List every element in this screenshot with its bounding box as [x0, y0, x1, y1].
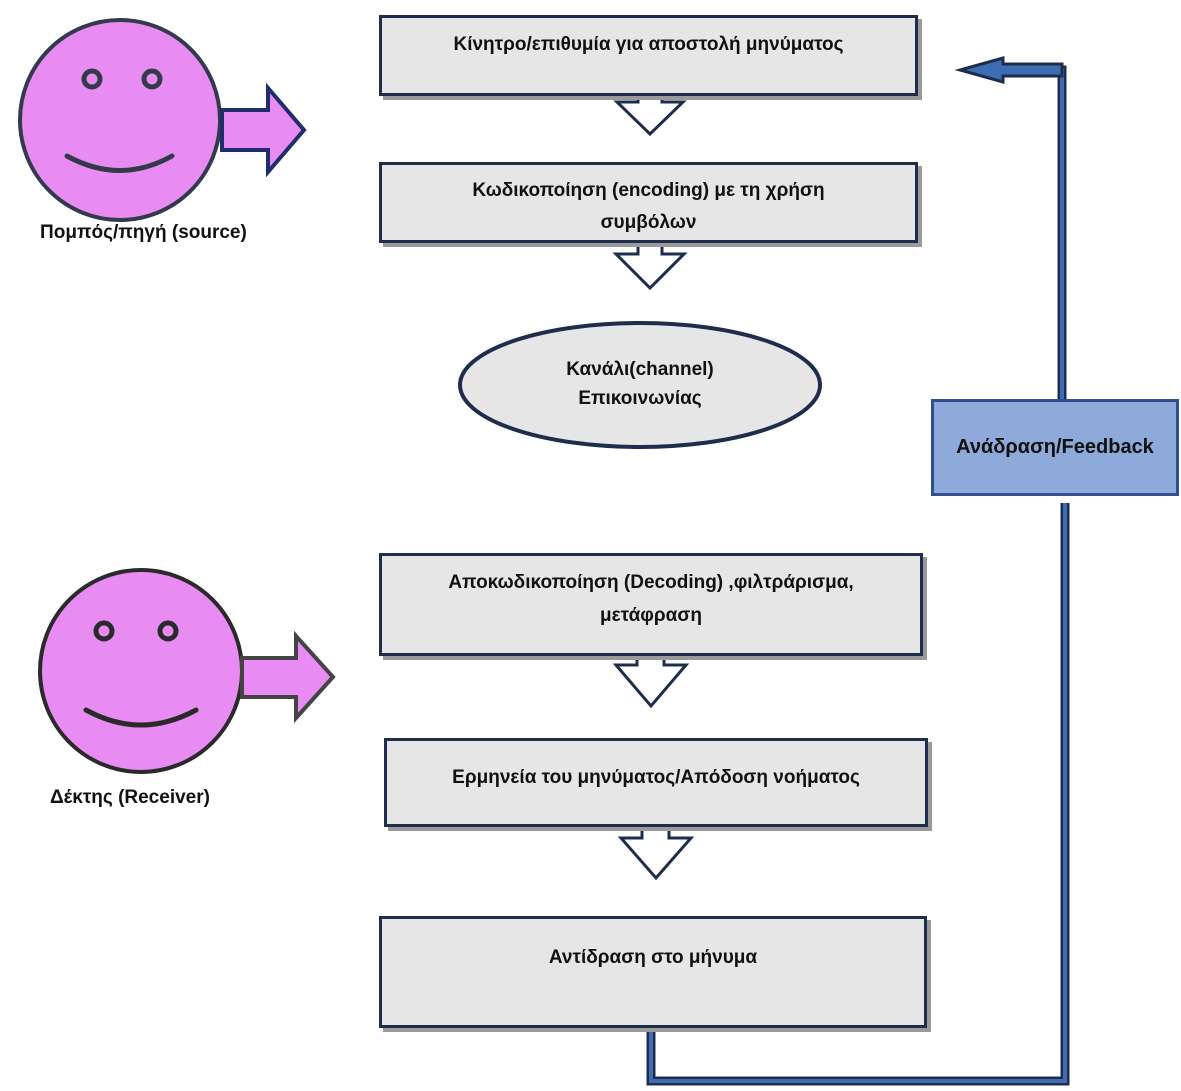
- decoding-box: Αποκωδικοποίηση (Decoding) ,φιλτράρισμα,…: [379, 553, 923, 656]
- channel-text-line1: Κανάλι(channel): [566, 359, 714, 380]
- down-arrow-icon: [612, 240, 688, 291]
- source-arrow-icon: [220, 82, 307, 178]
- motive-box: Κίνητρο/επιθυμία για αποστολή μηνύματος: [379, 15, 918, 96]
- down-arrow-icon: [613, 93, 687, 137]
- reaction-box: Αντίδραση στο μήνυμα: [379, 916, 927, 1028]
- encoding-text-line1: Κωδικοποίηση (encoding) με τη χρήση: [472, 180, 825, 201]
- feedback-text: Ανάδραση/Feedback: [956, 436, 1154, 458]
- channel-ellipse: [458, 321, 822, 449]
- receiver-arrow-icon: [240, 630, 336, 724]
- feedback-up-line: [1000, 65, 1067, 399]
- encoding-box: Κωδικοποίηση (encoding) με τη χρήση συμβ…: [379, 162, 918, 243]
- channel-text: Κανάλι(channel) Επικοινωνίας: [460, 355, 820, 414]
- down-arrow-icon: [612, 654, 690, 709]
- receiver-smiley-icon: [38, 568, 244, 774]
- source-smiley-icon: [18, 18, 222, 222]
- feedback-arrowhead-icon: [954, 56, 1064, 84]
- interpretation-text: Ερμηνεία του μηνύματος/Απόδοση νοήματος: [452, 767, 860, 788]
- feedback-box: Ανάδραση/Feedback: [931, 399, 1179, 496]
- decoding-text-line1: Αποκωδικοποίηση (Decoding) ,φιλτράρισμα,: [448, 572, 854, 593]
- interpretation-box: Ερμηνεία του μηνύματος/Απόδοση νοήματος: [384, 738, 928, 827]
- source-label: Πομπός/πηγή (source): [40, 222, 247, 243]
- decoding-text-line2: μετάφραση: [600, 605, 702, 627]
- encoding-text-line2: συμβόλων: [600, 212, 697, 234]
- down-arrow-icon: [617, 824, 695, 881]
- receiver-label: Δέκτης (Receiver): [50, 787, 210, 808]
- motive-text: Κίνητρο/επιθυμία για αποστολή μηνύματος: [453, 34, 844, 55]
- channel-text-line2: Επικοινωνίας: [578, 388, 702, 410]
- reaction-text: Αντίδραση στο μήνυμα: [548, 947, 758, 968]
